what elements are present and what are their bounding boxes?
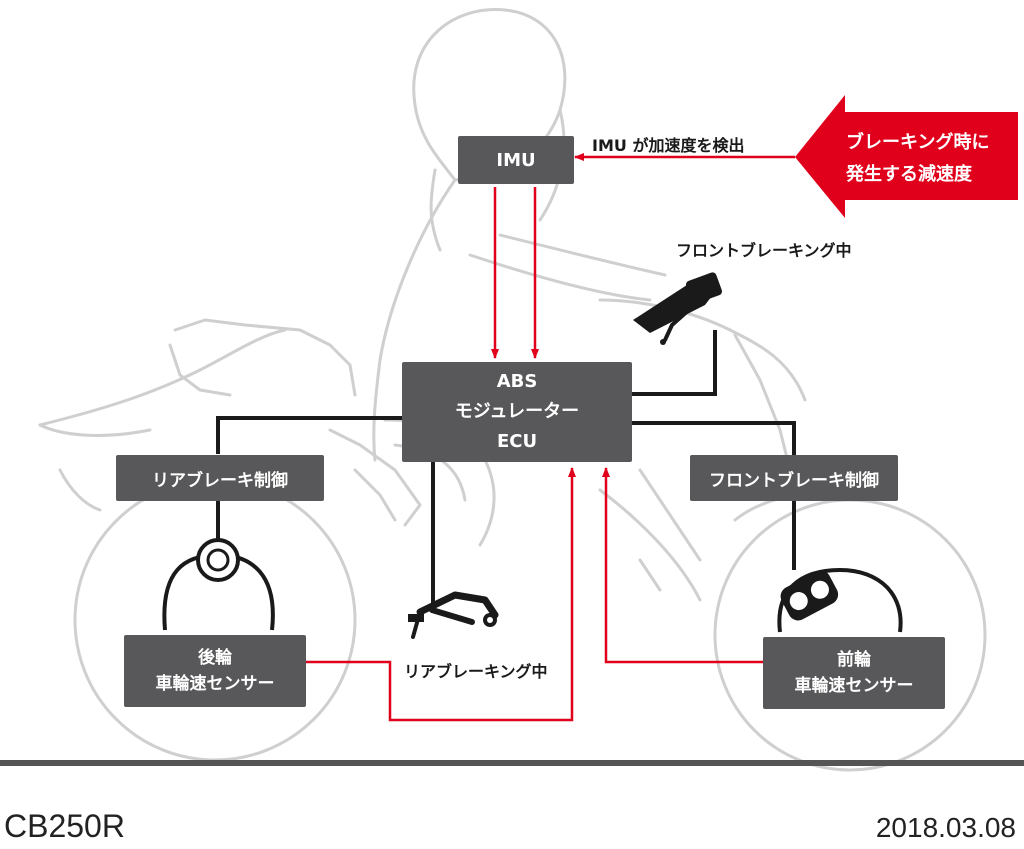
rear-caliper-icon [196, 538, 240, 582]
front-sensor-label-line2: 車輪速センサー [794, 676, 914, 696]
abs-label-line1: ABS [496, 371, 538, 392]
rear-sensor-label-line2: 車輪速センサー [155, 674, 275, 694]
rear-brake-pedal-icon [408, 591, 499, 639]
rear-braking-label: リアブレーキング中 [404, 662, 548, 681]
front-caliper-icon [780, 570, 839, 621]
callout-line1: ブレーキング時に [846, 132, 990, 153]
rear-sensor-label-line1: 後輪 [198, 648, 232, 668]
model-name: CB250R [4, 808, 125, 844]
control-wiring [216, 330, 796, 610]
front-brake-lever-icon [633, 272, 723, 345]
rear-brake-control-label: リアブレーキ制御 [152, 470, 288, 491]
imu-detect-label: IMU が加速度を検出 [592, 136, 745, 155]
imu-box: IMU [458, 136, 574, 184]
abs-modulator-ecu-box: ABS モジュレーター ECU [402, 362, 632, 462]
rear-brake-control-box: リアブレーキ制御 [116, 455, 324, 501]
sensor-signal-lines [305, 153, 795, 722]
callout-line2: 発生する減速度 [846, 164, 972, 185]
imu-label: IMU [496, 149, 536, 171]
motorcycle-rider-illustration [38, 8, 987, 772]
front-wheel-speed-sensor-box: 前輪 車輪速センサー [763, 637, 945, 709]
rear-wheel-speed-sensor-box: 後輪 車輪速センサー [124, 635, 306, 707]
deceleration-callout-arrow [795, 95, 1018, 218]
front-sensor-label-line1: 前輪 [837, 650, 871, 670]
document-date: 2018.03.08 [875, 812, 1016, 843]
front-brake-control-label: フロントブレーキ制御 [709, 470, 879, 491]
front-brake-control-box: フロントブレーキ制御 [690, 455, 898, 501]
abs-label-line2: モジュレーター [454, 401, 580, 422]
front-braking-label: フロントブレーキング中 [676, 241, 852, 260]
abs-label-line3: ECU [496, 431, 538, 452]
ground-line [0, 760, 1024, 766]
